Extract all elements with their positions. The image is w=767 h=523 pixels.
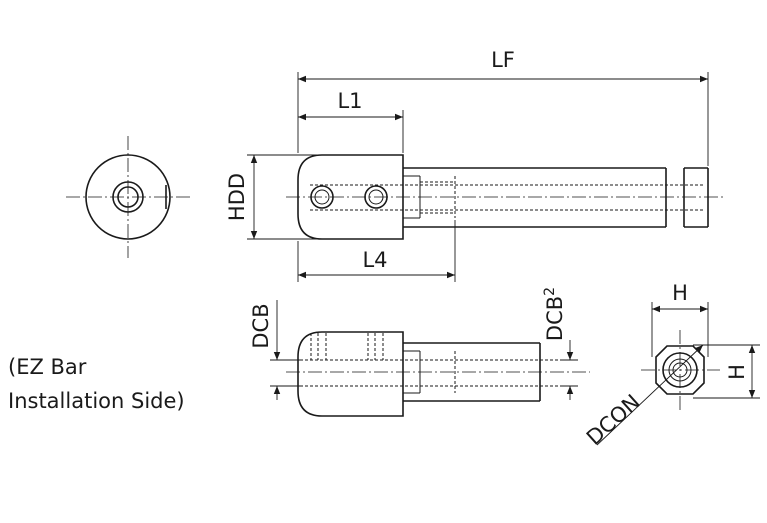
svg-text:DCB2: DCB2 xyxy=(542,287,567,341)
top-view xyxy=(286,331,590,417)
label-dcb: DCB xyxy=(249,303,273,348)
label-l4: L4 xyxy=(362,248,387,272)
label-dcb2: DCB2 xyxy=(542,287,567,341)
label-dcon: DCON xyxy=(582,390,645,450)
label-lf: LF xyxy=(491,48,515,72)
dim-lf xyxy=(297,72,709,166)
end-view xyxy=(66,136,192,258)
label-h-top: H xyxy=(672,281,688,305)
label-dcb2-sub: 2 xyxy=(542,287,558,296)
installation-note: (EZ Bar Installation Side) xyxy=(8,350,185,418)
side-view xyxy=(286,154,724,240)
note-line-2: Installation Side) xyxy=(8,389,185,413)
dim-dcon xyxy=(596,344,704,446)
dim-l1 xyxy=(298,110,404,153)
label-dcb2-main: DCB xyxy=(543,296,567,341)
label-l1: L1 xyxy=(337,89,362,113)
dim-hdd xyxy=(247,154,318,240)
dim-h-top xyxy=(651,302,709,357)
label-hdd: HDD xyxy=(225,173,249,221)
dim-l4 xyxy=(297,220,456,282)
dim-h-side xyxy=(693,344,760,399)
dim-dcb2 xyxy=(560,340,578,400)
label-h-side: H xyxy=(725,364,749,380)
note-line-1: (EZ Bar xyxy=(8,355,87,379)
dim-dcb xyxy=(270,300,300,400)
